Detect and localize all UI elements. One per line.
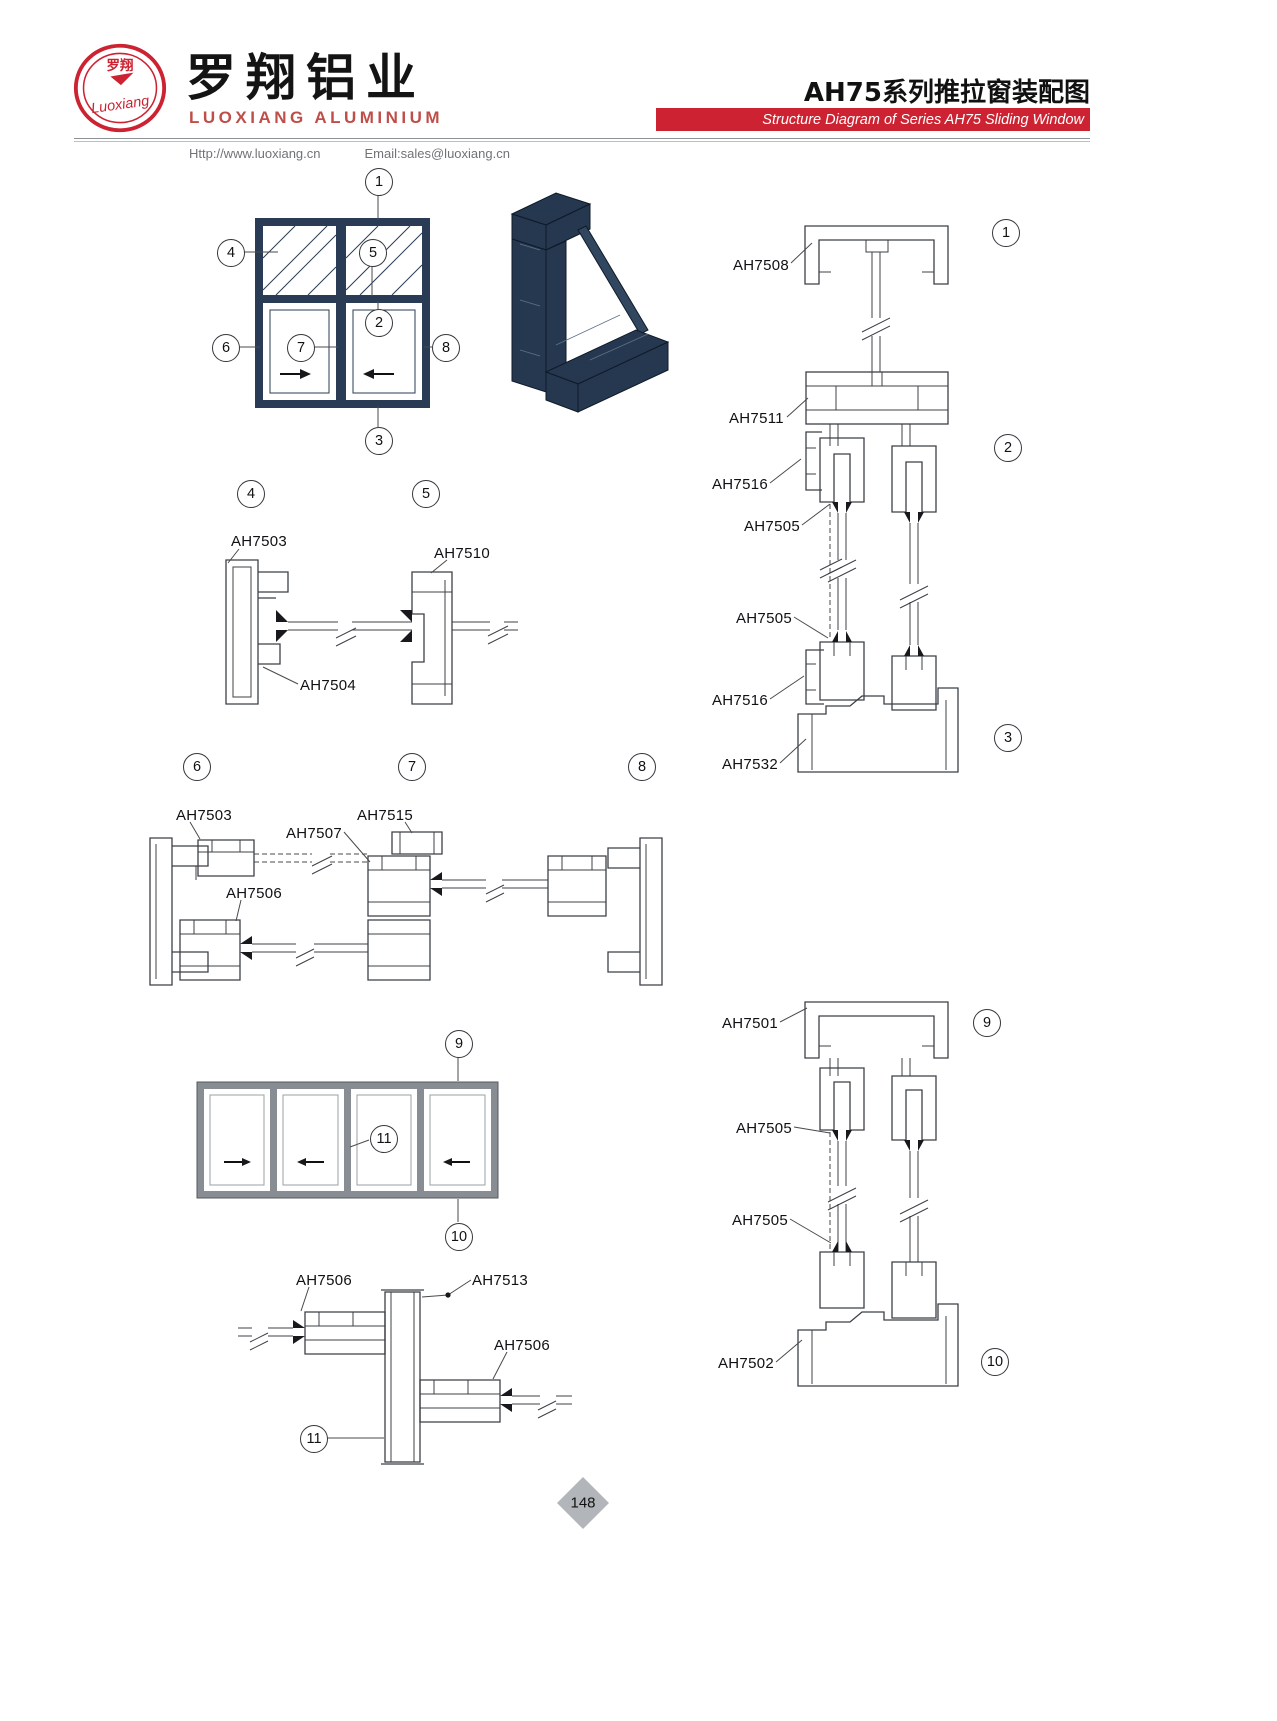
section-callout-7: 7 <box>398 753 426 781</box>
section-callout-11: 11 <box>300 1425 328 1453</box>
part-label-ah7506-s11-left: AH7506 <box>296 1272 353 1289</box>
callout-9: 9 <box>445 1030 473 1058</box>
callout-5: 5 <box>359 239 387 267</box>
company-name-en: LUOXIANG ALUMINIUM <box>189 108 444 127</box>
elevation-top-drawing <box>238 195 432 427</box>
isometric-profile-drawing <box>510 192 670 413</box>
header-rule-top <box>74 138 1090 139</box>
section-callout-10: 10 <box>981 1348 1009 1376</box>
page-number: 148 <box>570 1494 596 1512</box>
callout-6: 6 <box>212 334 240 362</box>
part-label-ah7516-bottom: AH7516 <box>712 692 769 709</box>
callout-2: 2 <box>365 309 393 337</box>
section-callout-9: 9 <box>973 1009 1001 1037</box>
logo-script-text: Luoxiang <box>90 93 150 117</box>
luoxiang-logo: 罗翔 Luoxiang <box>73 43 167 133</box>
website-text: Http://www.luoxiang.cn <box>189 146 321 161</box>
part-label-ah7505-s9-bottom: AH7505 <box>732 1212 789 1229</box>
header-rule-bottom <box>74 141 1090 142</box>
part-label-ah7501: AH7501 <box>722 1015 779 1032</box>
section-6-7-8-drawing <box>149 821 663 986</box>
part-label-ah7516-top: AH7516 <box>712 476 769 493</box>
section-callout-8: 8 <box>628 753 656 781</box>
section-callout-1: 1 <box>992 219 1020 247</box>
section-4-5-drawing <box>225 548 518 705</box>
series-title-en: Structure Diagram of Series AH75 Sliding… <box>762 111 1084 128</box>
logo-bird-icon <box>110 72 134 86</box>
callout-11: 11 <box>370 1125 398 1153</box>
callout-8: 8 <box>432 334 460 362</box>
callout-4: 4 <box>217 239 245 267</box>
part-label-ah7502: AH7502 <box>718 1355 775 1372</box>
part-label-ah7511: AH7511 <box>729 410 784 427</box>
part-label-ah7503-s4: AH7503 <box>231 533 288 550</box>
section-1-2-3-drawing <box>769 225 959 773</box>
part-label-ah7503-s6: AH7503 <box>176 807 233 824</box>
part-label-ah7507: AH7507 <box>286 825 343 842</box>
part-label-ah7505-mid: AH7505 <box>736 610 793 627</box>
part-label-ah7506-s6: AH7506 <box>226 885 283 902</box>
section-callout-4: 4 <box>237 480 265 508</box>
section-callout-3: 3 <box>994 724 1022 752</box>
callout-10: 10 <box>445 1223 473 1251</box>
section-9-10-drawing <box>775 1001 959 1387</box>
section-11-drawing <box>238 1279 572 1465</box>
logo-cn-text: 罗翔 <box>107 57 134 73</box>
series-title-cn: AH75系列推拉窗装配图 <box>803 78 1090 108</box>
part-label-ah7506-s11-right: AH7506 <box>494 1337 551 1354</box>
part-label-ah7513: AH7513 <box>472 1272 529 1289</box>
part-label-ah7505-top: AH7505 <box>744 518 801 535</box>
page-number-diamond <box>557 1477 609 1529</box>
section-callout-5: 5 <box>412 480 440 508</box>
callout-7: 7 <box>287 334 315 362</box>
part-label-ah7508: AH7508 <box>733 257 790 274</box>
callout-3: 3 <box>365 427 393 455</box>
part-label-ah7532: AH7532 <box>722 756 779 773</box>
company-name-cn: 罗翔铝业 <box>186 49 426 107</box>
part-label-ah7510: AH7510 <box>434 545 491 562</box>
part-label-ah7504: AH7504 <box>300 677 357 694</box>
email-text: Email:sales@luoxiang.cn <box>364 146 510 161</box>
elevation-bottom-drawing <box>196 1057 499 1222</box>
section-callout-2: 2 <box>994 434 1022 462</box>
callout-1: 1 <box>365 168 393 196</box>
part-label-ah7515: AH7515 <box>357 807 414 824</box>
contact-line: Http://www.luoxiang.cn Email:sales@luoxi… <box>189 146 510 161</box>
section-callout-6: 6 <box>183 753 211 781</box>
part-label-ah7505-s9-top: AH7505 <box>736 1120 793 1137</box>
series-title-bar: Structure Diagram of Series AH75 Sliding… <box>656 108 1090 131</box>
